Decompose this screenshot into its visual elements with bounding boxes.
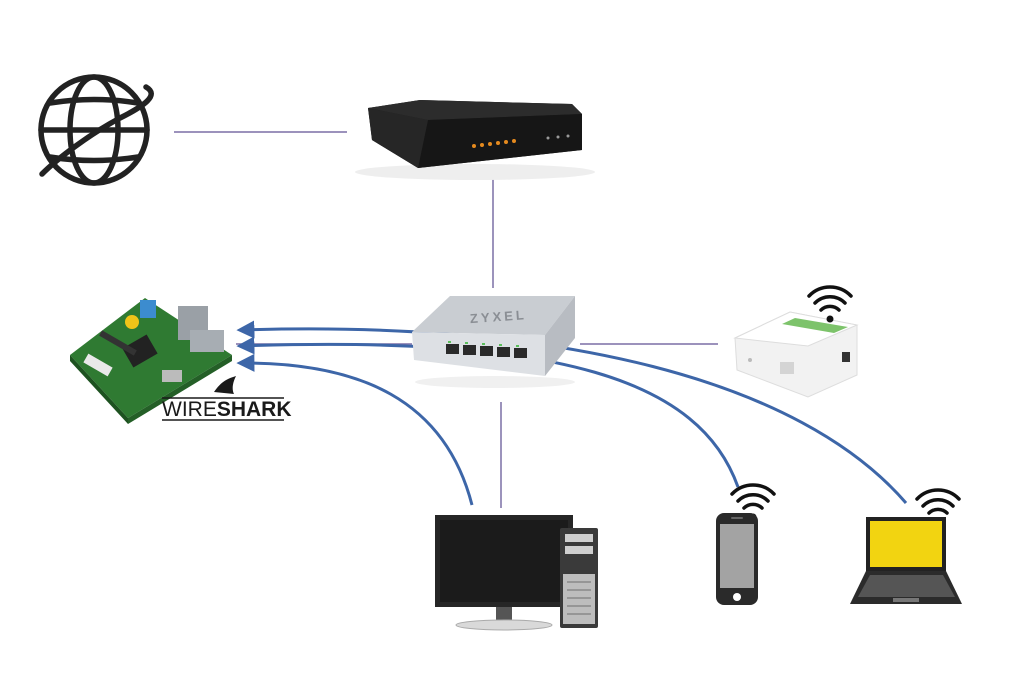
- flow-desktop-to-pi: [236, 353, 474, 506]
- raspberry-pi: [70, 298, 232, 424]
- laptop: [850, 517, 962, 604]
- wifi-icon-accesspoint: [807, 285, 853, 323]
- router: [355, 100, 595, 180]
- smartphone: [716, 513, 758, 605]
- capture-flows: [236, 320, 908, 506]
- switch-brand-label: ZYXEL: [469, 307, 527, 326]
- internet-globe-icon: [38, 74, 154, 186]
- wireshark-label-wire: WIRE: [162, 398, 217, 421]
- desktop-pc: [435, 515, 598, 631]
- flow-laptop-to-pi: [236, 320, 908, 504]
- svg-text:WIRESHARK: WIRESHARK: [162, 398, 292, 421]
- switch: ZYXEL: [412, 296, 575, 388]
- wireshark-logo: WIRESHARK: [162, 376, 292, 421]
- flow-phone-to-pi: [236, 336, 740, 488]
- travel-router: [733, 311, 859, 398]
- wireshark-label-shark: SHARK: [217, 398, 292, 421]
